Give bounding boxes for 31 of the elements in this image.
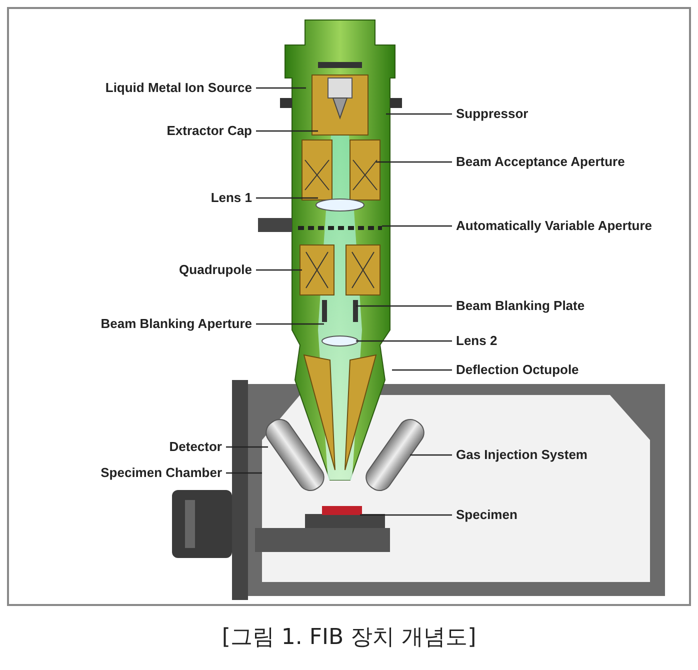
part-label: Beam Blanking Aperture (100, 316, 252, 332)
leader-line (256, 269, 302, 271)
part-label: Suppressor (456, 106, 528, 122)
leader-line (256, 323, 324, 325)
leader-line (226, 472, 262, 474)
part-label: Beam Blanking Plate (456, 298, 585, 314)
leader-line (382, 225, 452, 227)
part-label: Detector (169, 439, 222, 455)
part-label: Beam Acceptance Aperture (456, 154, 625, 170)
leader-line (226, 446, 268, 448)
leader-line (360, 514, 452, 516)
part-label: Quadrupole (179, 262, 252, 278)
part-label: Specimen (456, 507, 518, 523)
part-label: Specimen Chamber (100, 465, 222, 481)
part-label: Lens 2 (456, 333, 498, 349)
leader-line (356, 340, 452, 342)
leader-line (256, 87, 306, 89)
leader-line (256, 130, 318, 132)
leader-line (410, 454, 452, 456)
part-label: Gas Injection System (456, 447, 588, 463)
part-label: Automatically Variable Aperture (456, 218, 652, 234)
part-label: Deflection Octupole (456, 362, 579, 378)
leader-line (256, 197, 318, 199)
figure-caption: [그림 1. FIB 장치 개념도] (220, 624, 478, 652)
leader-line (392, 369, 452, 371)
part-label: Lens 1 (210, 190, 252, 206)
leader-line (376, 161, 452, 163)
leader-line (356, 305, 452, 307)
part-label: Extractor Cap (166, 123, 252, 139)
part-label: Liquid Metal Ion Source (105, 80, 252, 96)
leader-line (386, 113, 452, 115)
